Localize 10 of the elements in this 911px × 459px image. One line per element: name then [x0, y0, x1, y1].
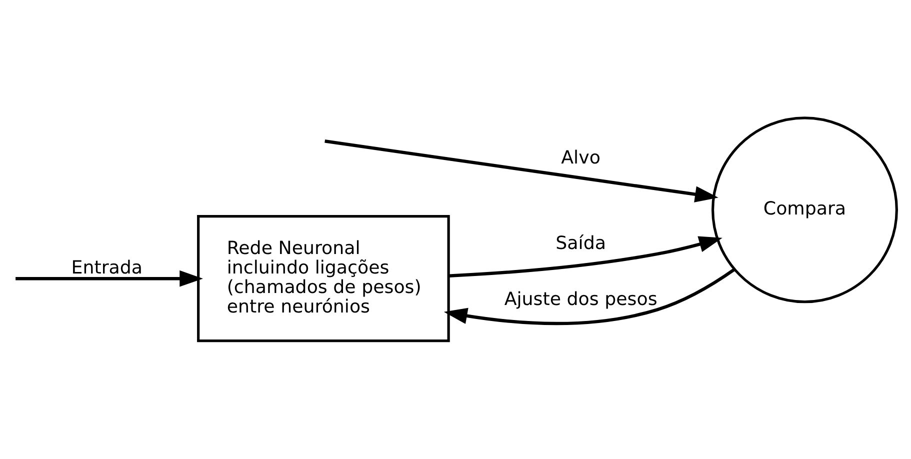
node-box: Rede Neuronal incluindo ligações (chamados de pesos) entre neurónios	[197, 215, 450, 342]
edge-label: Entrada	[71, 258, 143, 279]
edge-label: Alvo	[561, 147, 600, 168]
node-circle: Compara	[711, 116, 898, 304]
arrow	[324, 140, 718, 202]
edge-label: Ajuste dos pesos	[504, 288, 658, 310]
arrow	[444, 268, 736, 326]
arrow	[16, 270, 203, 287]
edge-label: Saída	[556, 233, 606, 254]
arrow	[448, 236, 722, 278]
